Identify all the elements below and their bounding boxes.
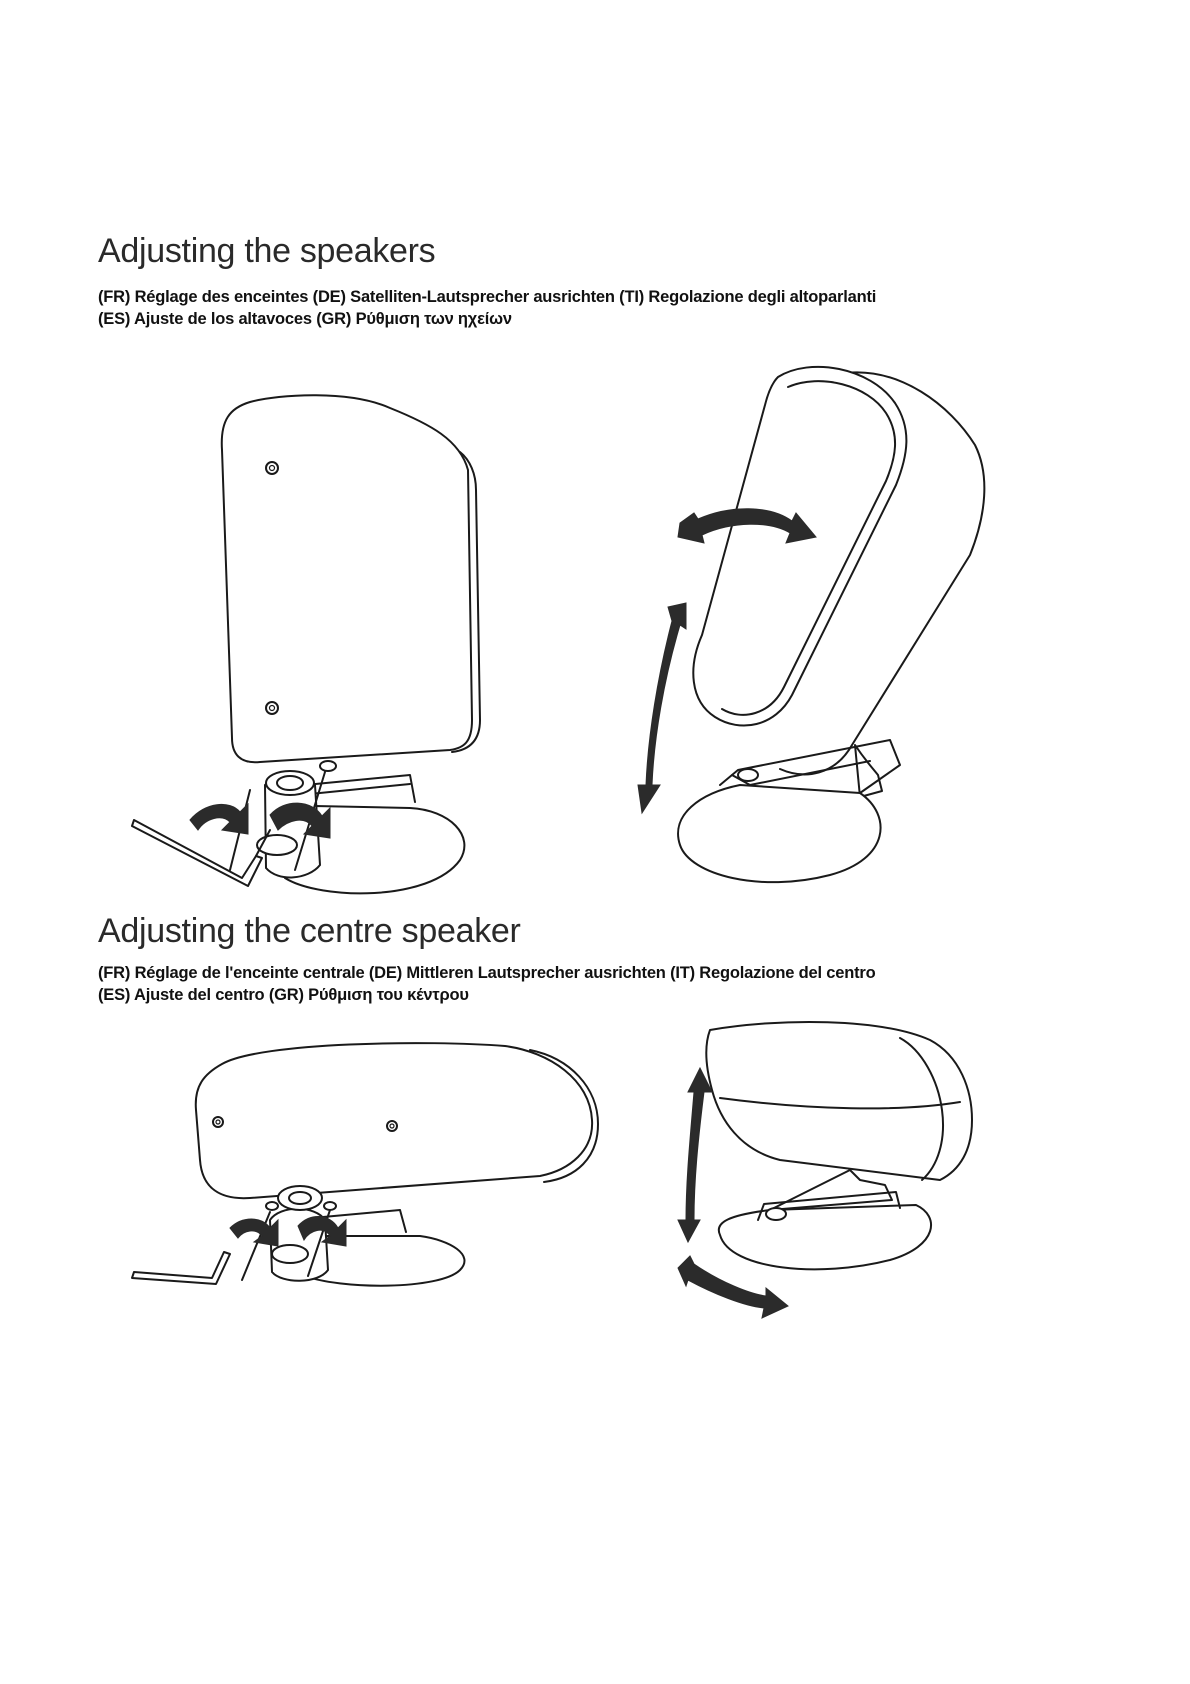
satellite-speaker-front-illustration bbox=[637, 365, 986, 884]
section-subtitle-centre-line2: (ES) Ajuste del centro (GR) Ρύθμιση του … bbox=[98, 986, 469, 1004]
section-title-speakers: Adjusting the speakers bbox=[98, 232, 436, 270]
section-title-centre-speaker: Adjusting the centre speaker bbox=[98, 912, 521, 950]
screw-icon bbox=[265, 461, 279, 475]
centre-speaker-rear-illustration bbox=[131, 1042, 599, 1287]
centre-speaker-front-illustration bbox=[677, 1020, 973, 1319]
screw-icon bbox=[212, 1116, 224, 1128]
screw-icon bbox=[265, 701, 279, 715]
section-subtitle-speakers-line2: (ES) Ajuste de los altavoces (GR) Ρύθμισ… bbox=[98, 310, 512, 328]
screw-icon bbox=[386, 1120, 398, 1132]
section-subtitle-centre-line1: (FR) Réglage de l'enceinte centrale (DE)… bbox=[98, 964, 876, 982]
section-subtitle-speakers-line1: (FR) Réglage des enceintes (DE) Satellit… bbox=[98, 288, 877, 306]
satellite-speaker-rear-illustration bbox=[131, 394, 481, 895]
